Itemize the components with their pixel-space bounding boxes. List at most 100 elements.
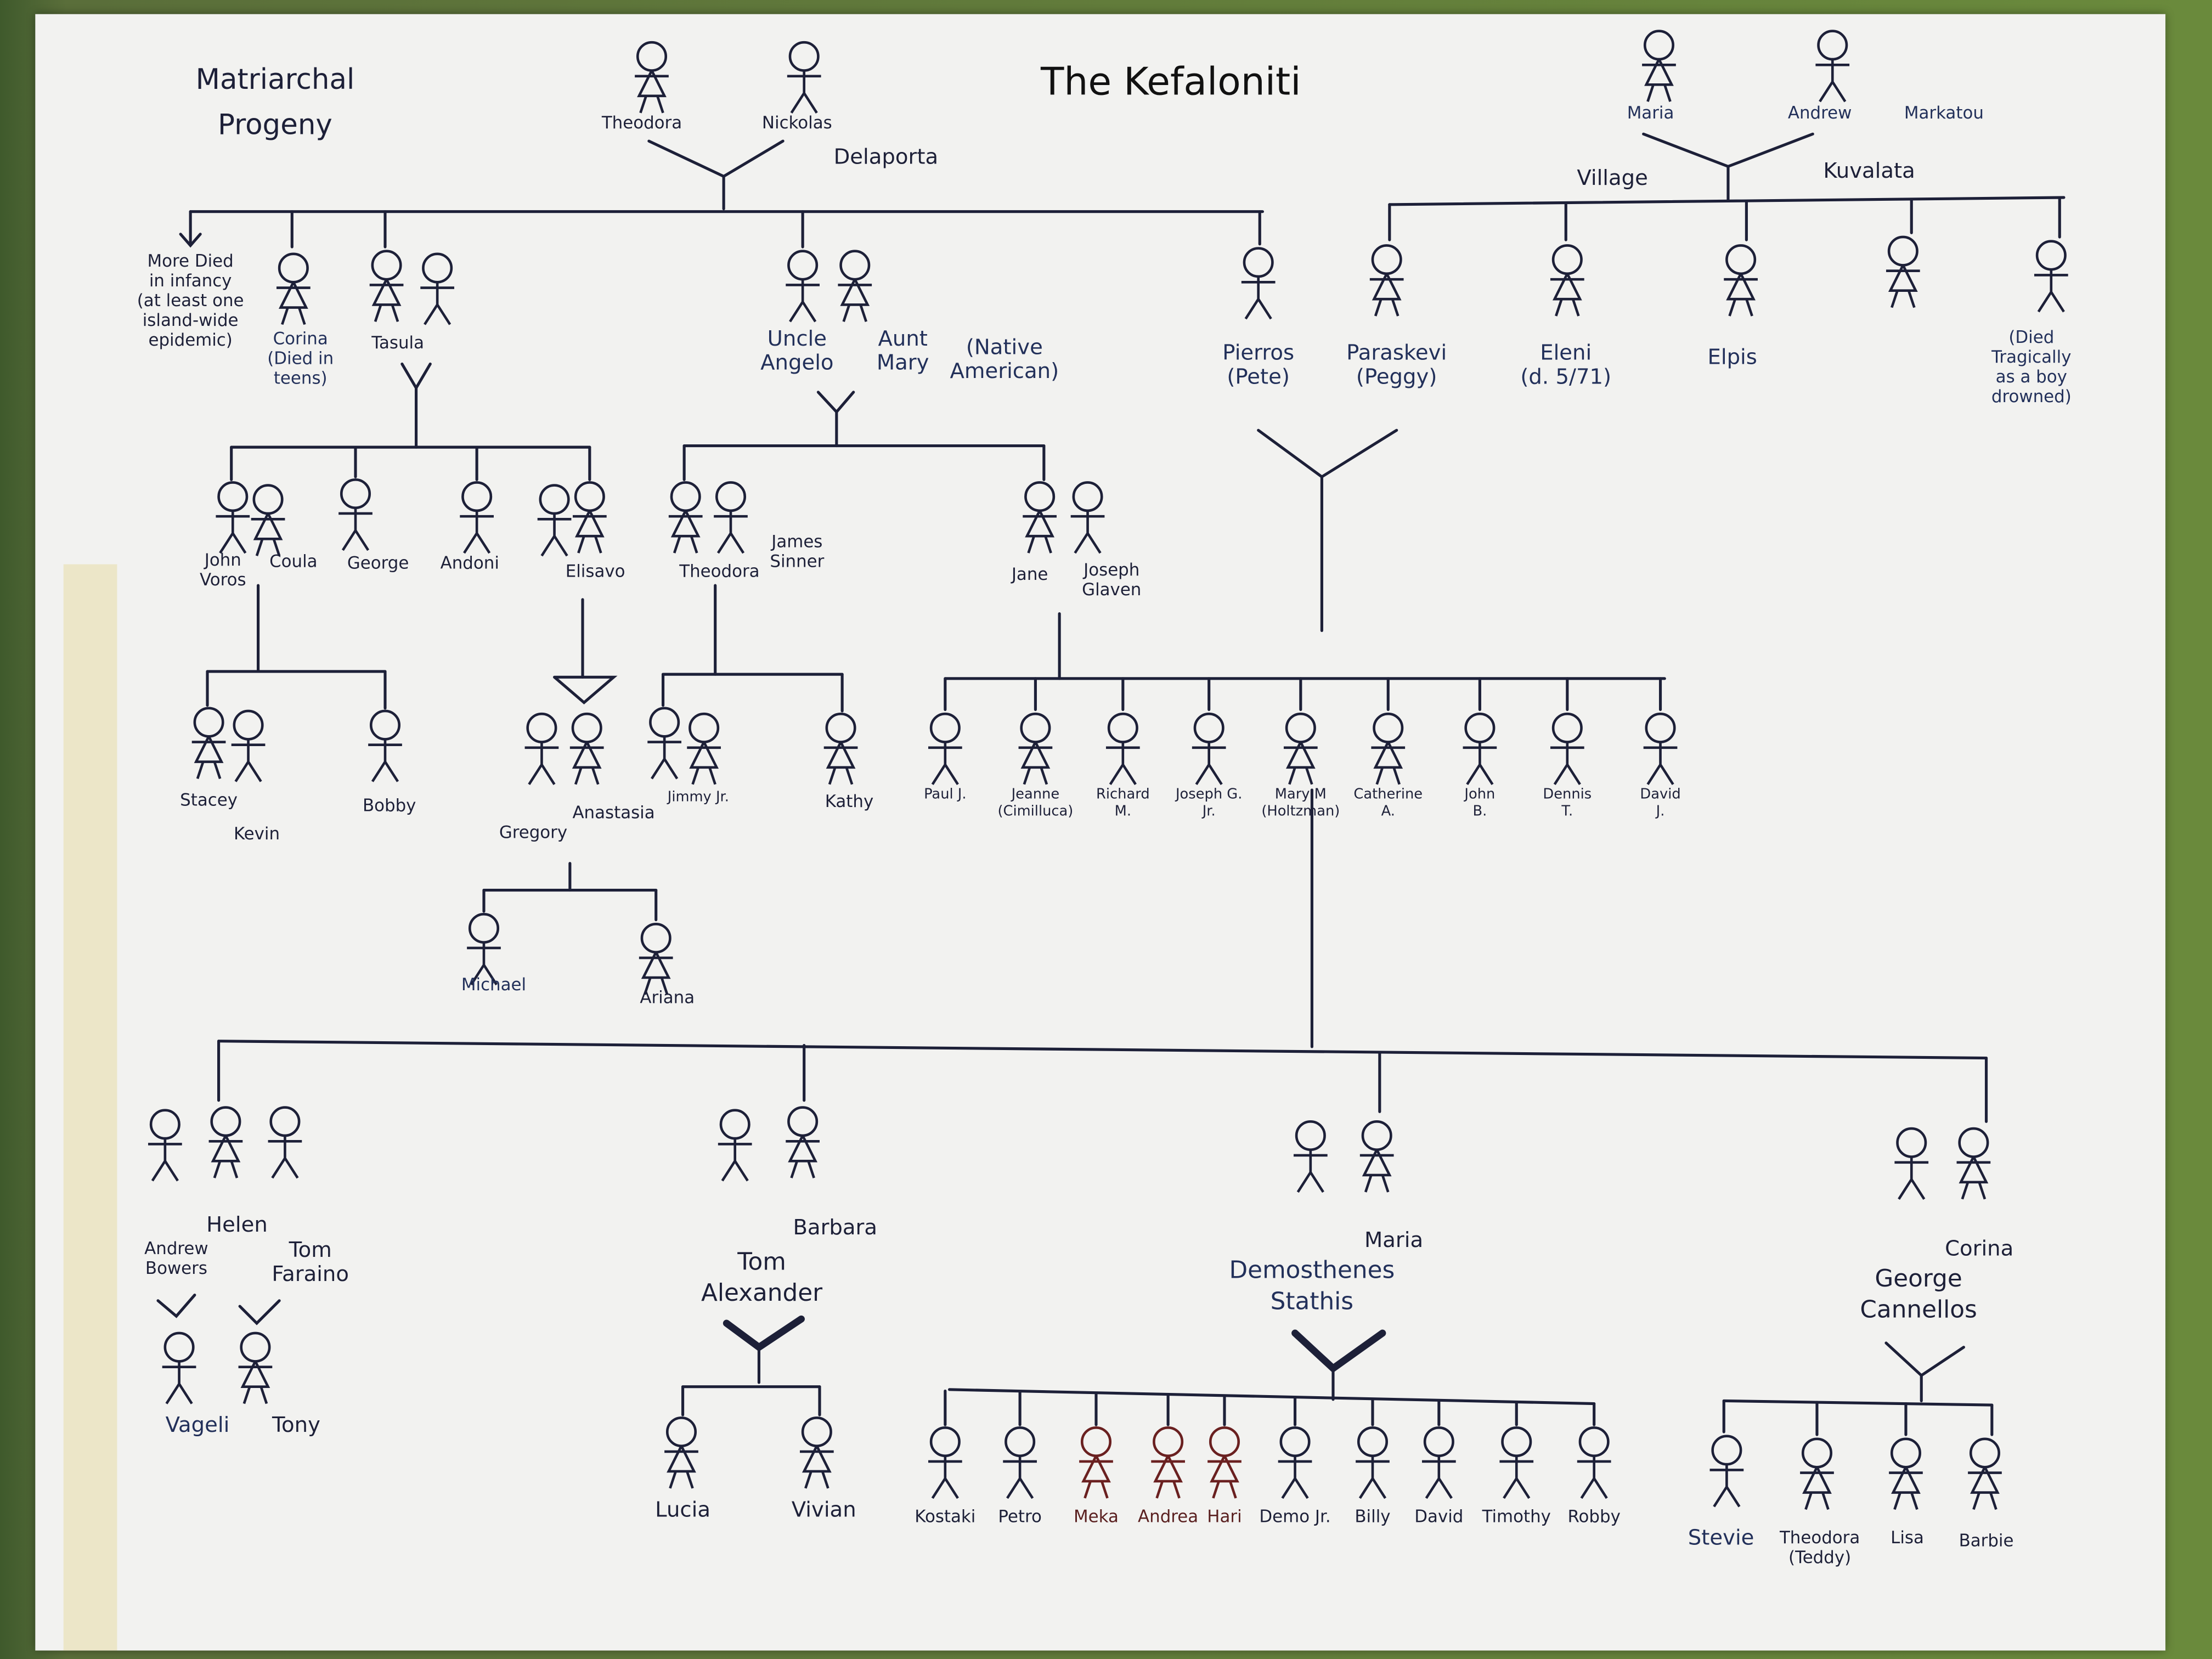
label-bobby: Bobby	[362, 795, 416, 816]
label-elpis: Elpis	[1707, 344, 1757, 370]
label-maria-4: Maria	[1364, 1227, 1424, 1253]
label-coula: Coula	[269, 551, 318, 572]
female-stick-figure-icon	[1550, 244, 1584, 317]
label-eleni: Eleni(d. 5/71)	[1520, 341, 1611, 389]
label-line: as a boy	[1995, 366, 2067, 387]
label-michael: Michael	[461, 974, 527, 995]
label-stacey: Stacey	[180, 789, 238, 810]
male-stick-figure-icon	[467, 912, 501, 986]
label-anastasia: Anastasia	[572, 803, 655, 823]
label-stathis-child: Kostaki	[915, 1506, 976, 1527]
tree-connector	[156, 1293, 196, 1318]
label-stathis-child: Meka	[1074, 1506, 1119, 1527]
female-stick-figure-icon	[1956, 1127, 1991, 1200]
subtitle-line: Matriarchal	[195, 62, 355, 96]
female-stick-figure-icon	[1724, 244, 1758, 317]
label-line: Jr.	[1202, 804, 1216, 820]
female-stick-figure-icon	[786, 1106, 820, 1178]
label-stathis-child: Petro	[998, 1506, 1042, 1527]
label-line: Glaven	[1082, 579, 1142, 600]
female-stick-figure-icon	[838, 250, 872, 323]
label-line: Andrew	[144, 1238, 208, 1259]
male-stick-figure-icon	[1356, 1426, 1390, 1499]
male-stick-figure-icon	[338, 478, 373, 551]
label-line: (at least one	[137, 290, 244, 311]
label-stathis-child: Billy	[1355, 1506, 1391, 1527]
label-jane: Jane	[1011, 564, 1048, 584]
label-stathis-child: Andrea	[1138, 1506, 1199, 1527]
label-barbara: Barbara	[793, 1214, 878, 1240]
label-line: More Died	[147, 251, 234, 271]
label-line: Joseph	[1084, 560, 1140, 580]
label-line: James	[771, 532, 823, 552]
label-line: Eleni	[1540, 340, 1592, 365]
label-corina-4: Corina	[1945, 1235, 2014, 1261]
female-stick-figure-icon	[1151, 1426, 1185, 1499]
label-line: epidemic)	[148, 330, 233, 350]
female-stick-figure-icon	[1886, 235, 1920, 308]
label-maria: Maria	[1627, 103, 1674, 123]
male-stick-figure-icon	[1241, 247, 1276, 320]
label-line: John	[204, 550, 241, 570]
label-line: Theodora	[1779, 1527, 1860, 1548]
label-glaven-child: Joseph G.Jr.	[1176, 787, 1242, 821]
male-stick-figure-icon	[1421, 1426, 1456, 1499]
label-kathy: Kathy	[825, 791, 874, 811]
label-helen: Helen	[206, 1211, 268, 1238]
label-gregory: Gregory	[499, 822, 568, 843]
label-glaven-child: Paul J.	[924, 787, 967, 804]
label-line: Voros	[199, 569, 246, 590]
label-kuvalata: Kuvalata	[1823, 157, 1915, 184]
label-lisa: Lisa	[1891, 1527, 1924, 1548]
label-tony: Tony	[272, 1412, 320, 1438]
label-line: Richard	[1096, 787, 1150, 803]
female-stick-figure-icon	[687, 712, 721, 785]
label-line: Aunt	[878, 325, 928, 352]
label-line: teens)	[273, 368, 328, 388]
male-stick-figure-icon	[928, 1426, 962, 1499]
label-barbie: Barbie	[1959, 1530, 2014, 1550]
label-line: J.	[1656, 804, 1665, 820]
female-stick-figure-icon	[635, 41, 669, 114]
label-line: Corina	[273, 329, 328, 349]
label-line: Stathis	[1270, 1288, 1354, 1317]
male-stick-figure-icon	[1709, 1435, 1744, 1508]
label-line: (Peggy)	[1356, 364, 1437, 390]
label-line: Joseph G.	[1175, 787, 1243, 803]
male-stick-figure-icon	[1499, 1426, 1534, 1499]
male-stick-figure-icon	[420, 252, 454, 325]
tree-connector	[552, 675, 618, 704]
female-stick-figure-icon	[639, 922, 673, 995]
board-edge	[63, 564, 117, 1651]
label-andoni: Andoni	[440, 552, 499, 573]
male-stick-figure-icon	[1550, 712, 1584, 785]
label-line: Dennis	[1543, 787, 1592, 803]
female-stick-figure-icon	[1283, 712, 1318, 785]
male-stick-figure-icon	[714, 481, 748, 554]
label-theodora-2: Theodora	[679, 561, 760, 582]
male-stick-figure-icon	[268, 1106, 302, 1179]
female-stick-figure-icon	[572, 481, 607, 554]
label-theodora: Theodora	[601, 112, 682, 133]
label-line: T.	[1561, 804, 1573, 820]
label-stevie: Stevie	[1688, 1525, 1754, 1550]
male-stick-figure-icon	[647, 707, 681, 780]
label-line: A.	[1381, 804, 1395, 820]
female-stick-figure-icon	[1642, 30, 1676, 102]
female-stick-figure-icon	[1023, 481, 1057, 554]
label-george: George	[347, 552, 409, 573]
male-stick-figure-icon	[1463, 712, 1497, 785]
label-line: Faraino	[272, 1261, 349, 1287]
label-line: David	[1640, 787, 1681, 803]
male-stick-figure-icon	[216, 481, 250, 554]
